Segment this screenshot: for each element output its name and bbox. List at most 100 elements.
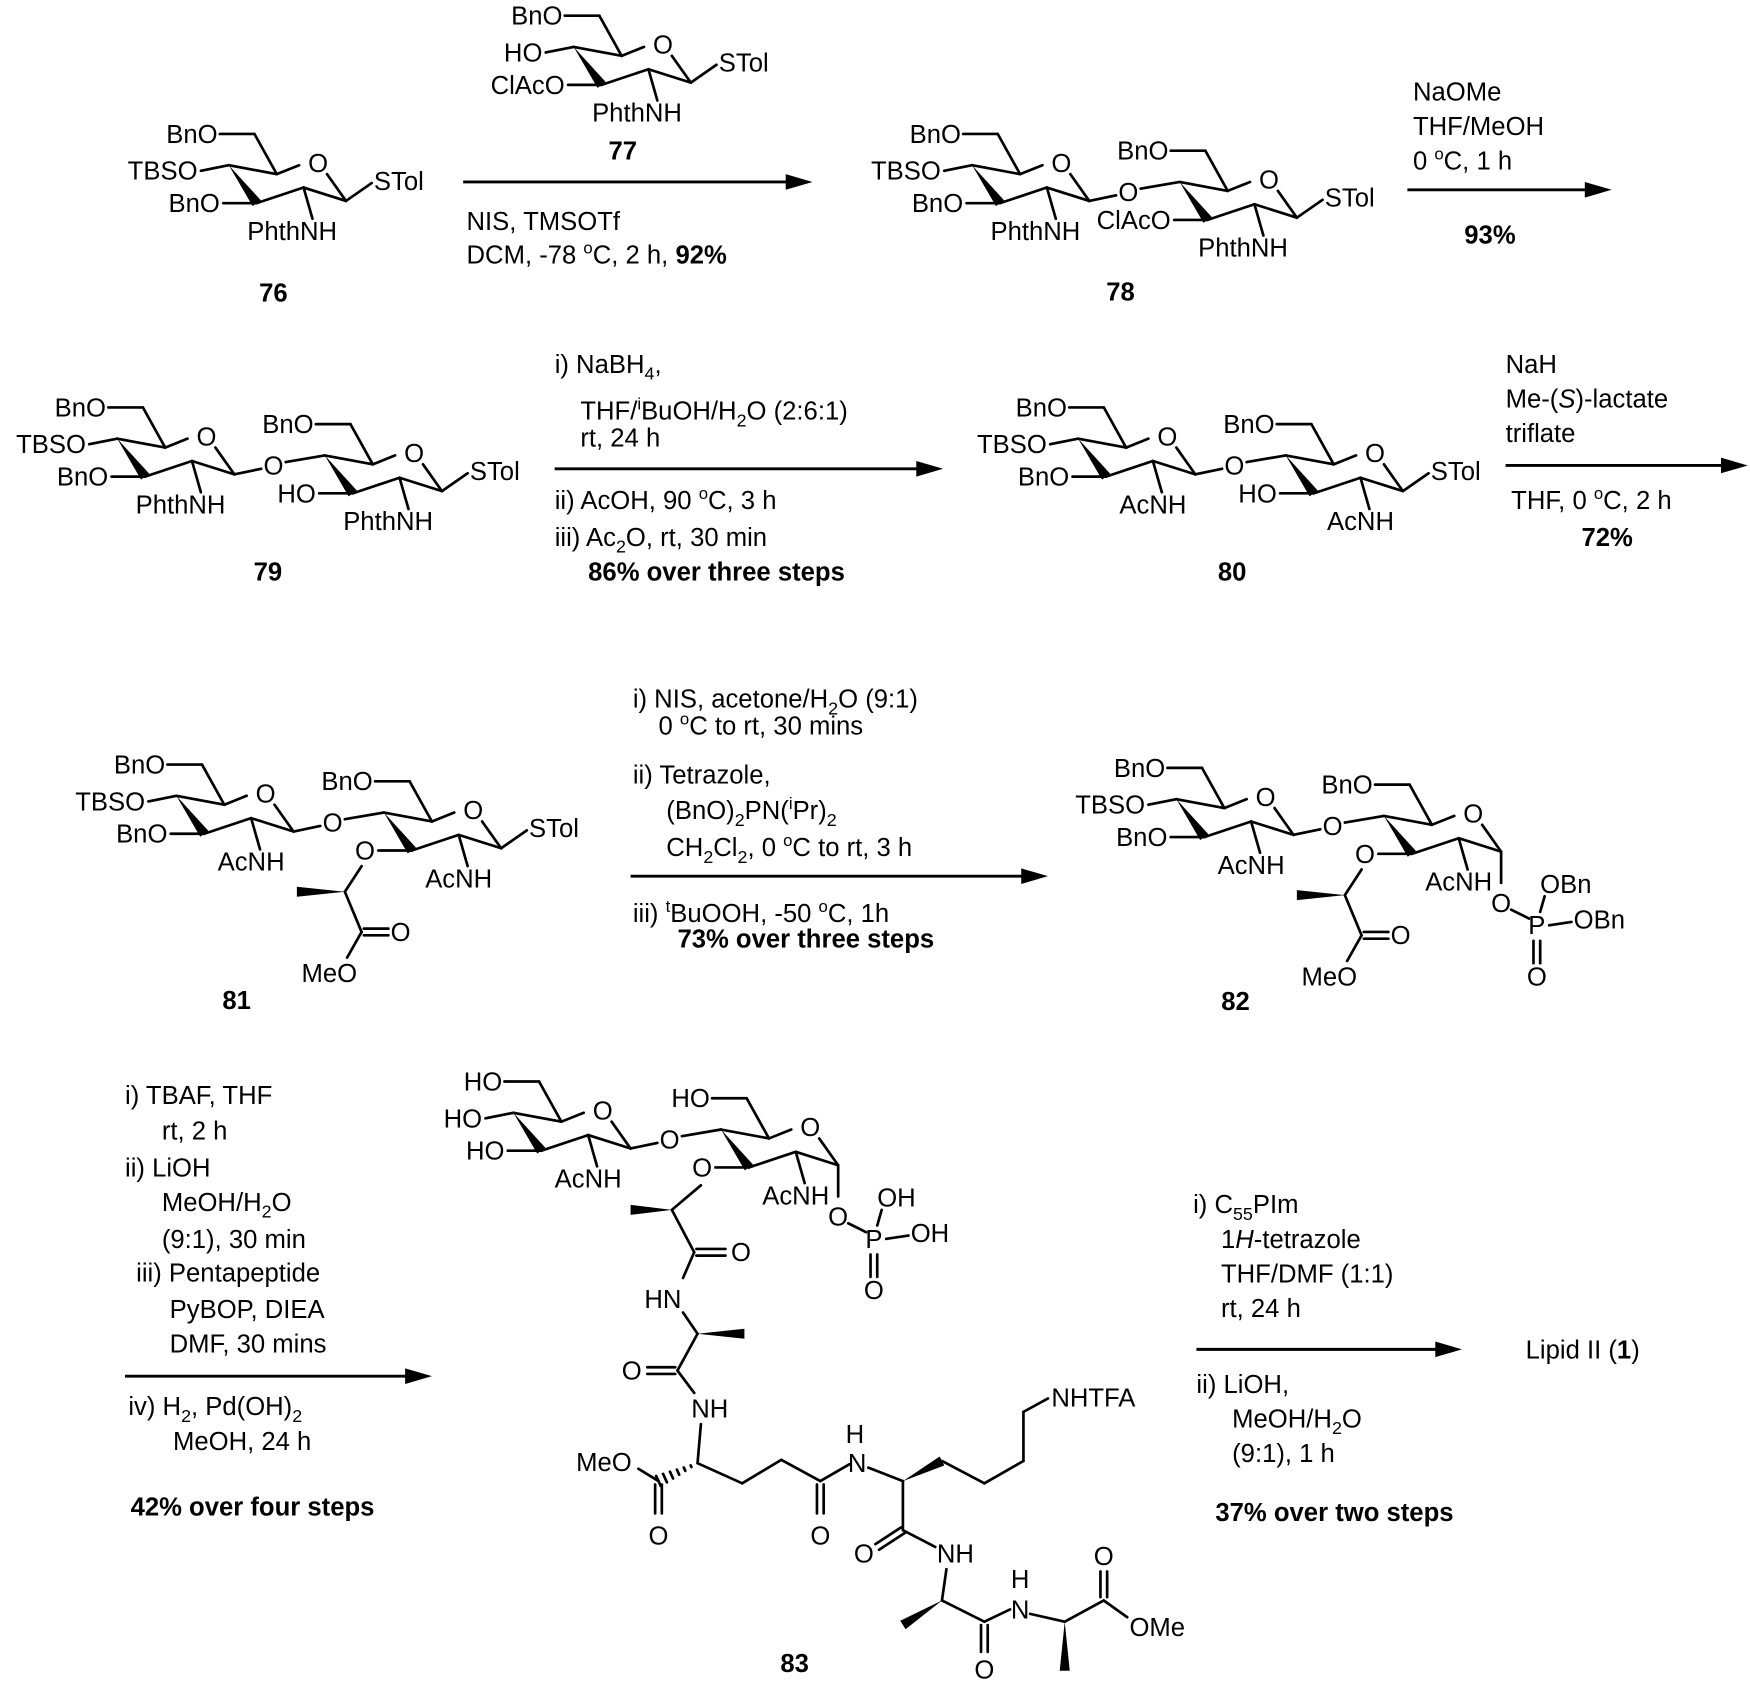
step1-condition-below: NIS, TMSOTf [467, 208, 621, 236]
bond [302, 186, 314, 221]
bond [371, 454, 397, 466]
bond [779, 1458, 822, 1483]
n2-substituent: AcNH [555, 1166, 622, 1194]
compound-number-82: 82 [1221, 988, 1250, 1016]
o6-substituent: BnO [114, 751, 165, 779]
n2-substituent: AcNH [1425, 869, 1492, 897]
o3-substituent: HO [1238, 480, 1276, 508]
step7-condition-above: rt, 24 h [1221, 1295, 1301, 1323]
glycosidic-oxygen-label: O [263, 452, 283, 480]
ring-oxygen-label: O [463, 797, 483, 825]
amide-nh-label: HN [644, 1286, 681, 1314]
phosphoryl-oxygen-label: O [864, 1277, 884, 1305]
methyl-ester-label: OMe [1129, 1614, 1185, 1642]
bond [1139, 180, 1182, 190]
scheme-layer: OBnOTBSOBnOPhthNHSTol76OBnOHOClAcOPhthNH… [16, 3, 1748, 1682]
wedge-bond [117, 438, 150, 480]
carbonyl-oxygen-label: O [648, 1523, 668, 1551]
o4-substituent: TBSO [871, 158, 941, 186]
bond [1151, 459, 1164, 494]
amide-nh-label: NH [691, 1395, 728, 1423]
step5-condition-above: 0 oC to rt, 30 mins [658, 709, 863, 740]
step6-condition-below: 42% over four steps [131, 1494, 375, 1522]
o6-substituent: BnO [55, 394, 106, 422]
wedge-bond [972, 165, 1005, 207]
bond [647, 67, 693, 84]
bond [942, 163, 974, 173]
ring-oxygen-label: O [256, 780, 276, 808]
phosphate-substituent: OBn [1574, 907, 1625, 935]
bond [1538, 894, 1546, 914]
compound-number-79: 79 [254, 558, 283, 586]
amide-h-label: H [846, 1421, 865, 1449]
o6-substituent: BnO [166, 121, 217, 149]
step5-condition-below: 73% over three steps [677, 926, 934, 954]
hashed-bond-segment [661, 1472, 669, 1484]
bond [1045, 186, 1058, 221]
bond [1359, 476, 1405, 493]
methyl-ester-label: MeO [302, 960, 358, 988]
bond [740, 1458, 783, 1485]
bond [190, 459, 236, 476]
carbonyl-oxygen-label: O [1391, 922, 1411, 950]
bond [222, 794, 248, 807]
n2-substituent: PhthNH [343, 508, 433, 536]
glycosidic-oxygen-label: O [1323, 813, 1343, 841]
bond [940, 1459, 986, 1485]
wedge-bond [1383, 815, 1416, 857]
bond [233, 467, 263, 476]
bond [544, 45, 575, 54]
bond [325, 172, 348, 203]
o6-substituent: BnO [1223, 411, 1274, 439]
bond [1457, 836, 1469, 871]
bond [344, 181, 373, 203]
bond [349, 422, 375, 466]
step3-arrow-arrowhead [916, 460, 944, 477]
bond [1382, 814, 1434, 827]
wedge-bond [1078, 438, 1111, 480]
bond [818, 1462, 851, 1483]
bond [794, 1150, 807, 1185]
o3-substituent: ClAcO [491, 72, 565, 100]
hashed-bond-segment [668, 1470, 675, 1480]
ring-oxygen-label: O [1463, 801, 1483, 829]
n2-substituent: PhthNH [247, 218, 337, 246]
bond [147, 794, 178, 803]
amide-nh-label: NH [937, 1541, 974, 1569]
bond [421, 462, 444, 493]
wedge-bond [573, 46, 606, 88]
bond [586, 1133, 632, 1150]
step2-arrow-arrowhead [1584, 181, 1612, 198]
bond [877, 1531, 907, 1552]
bond [676, 1332, 699, 1372]
o6-substituent: BnO [1114, 755, 1165, 783]
bond [940, 1567, 948, 1602]
bond [696, 1461, 744, 1485]
bond [1408, 783, 1434, 827]
n2-substituent: AcNH [1327, 508, 1394, 536]
step6-condition-above: PyBOP, DIEA [170, 1296, 326, 1324]
bond [572, 45, 623, 58]
o3-substituent: BnO [57, 464, 108, 492]
step2-condition-above: NaOMe [1413, 78, 1501, 106]
bond [1222, 797, 1248, 810]
n2-substituent: PhthNH [592, 100, 682, 128]
o3-substituent: HO [277, 480, 315, 508]
bond [484, 1111, 515, 1120]
bond [175, 794, 226, 807]
bond [249, 816, 295, 833]
o6-substituent: HO [671, 1085, 709, 1113]
bond [1104, 459, 1155, 478]
step3-condition-above: THF/iBuOH/H2O (2:6:1) [580, 395, 847, 431]
bond [745, 1096, 771, 1140]
step4-condition-below: 72% [1581, 524, 1633, 552]
bond [681, 1311, 699, 1336]
o4-substituent: TBSO [977, 431, 1047, 459]
ring-oxygen-label: O [653, 32, 673, 60]
bond [629, 1141, 659, 1150]
bond [689, 63, 718, 84]
n2-substituent: AcNH [762, 1182, 829, 1210]
o4-substituent: TBSO [1075, 792, 1145, 820]
o4-substituent: HO [504, 39, 542, 67]
